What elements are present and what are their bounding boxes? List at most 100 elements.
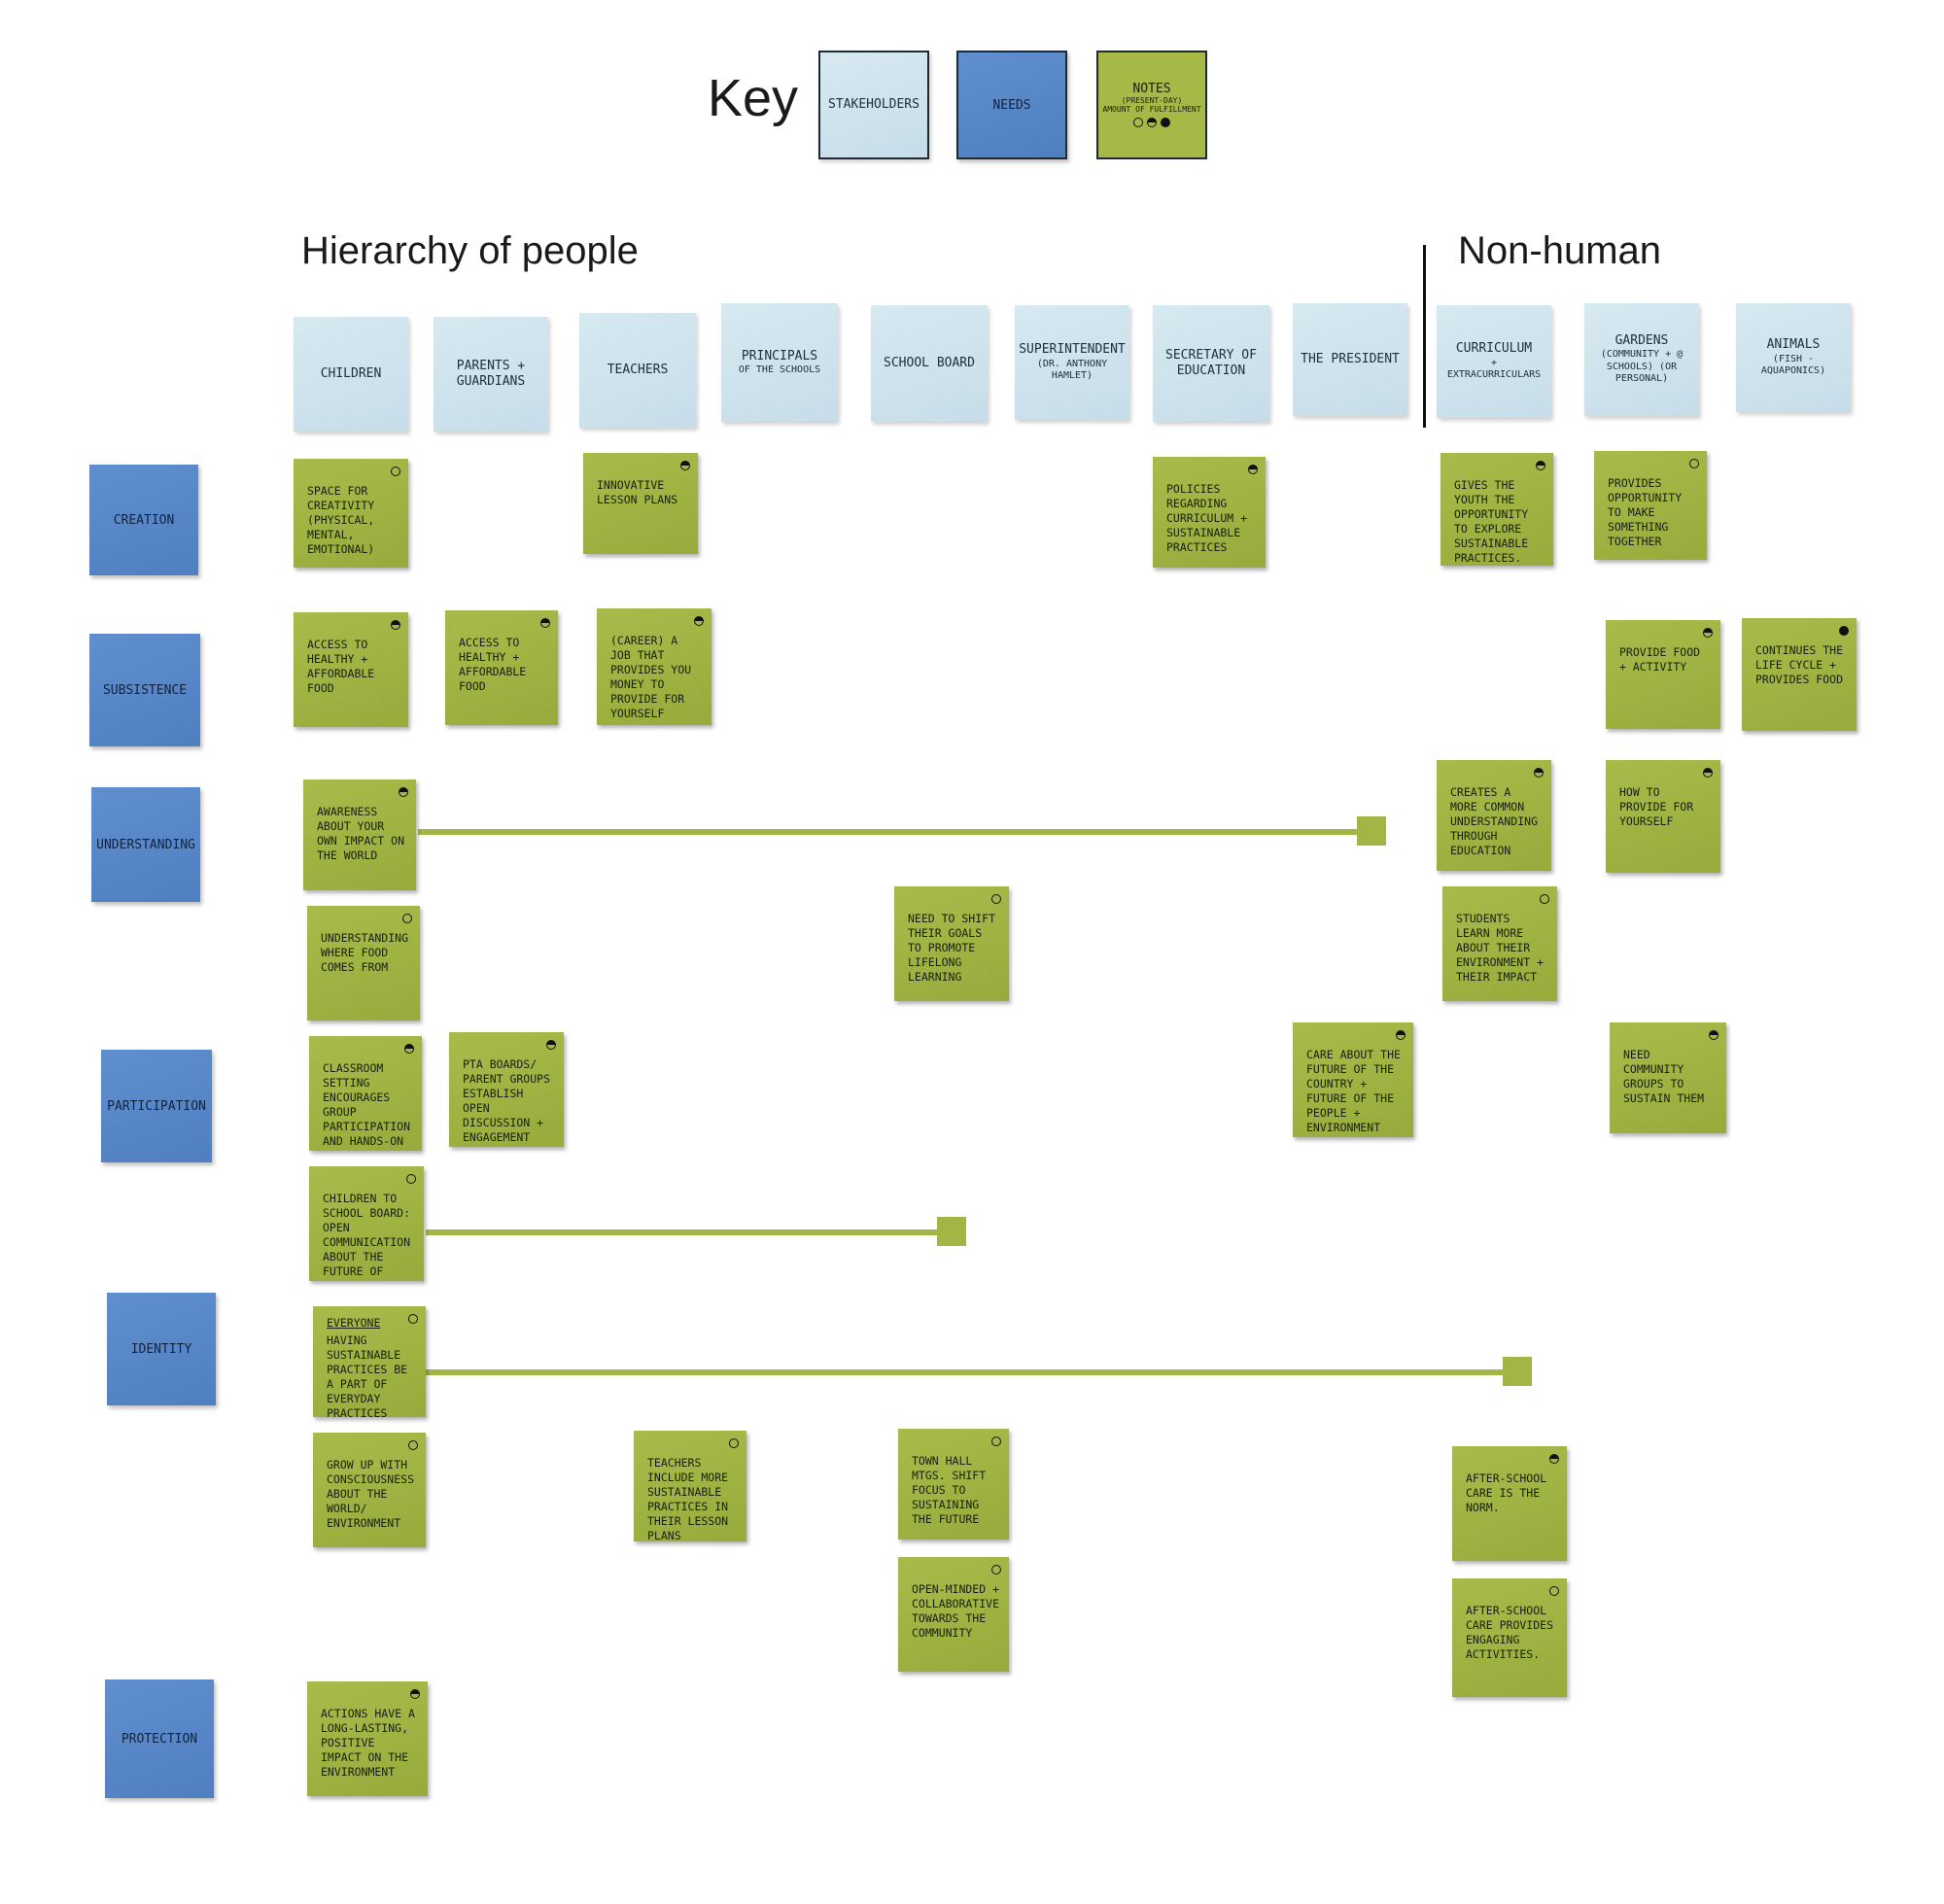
stakeholder-gardens: Gardens (community + @ schools) (or pers… [1584, 303, 1699, 416]
need-subsistence: Subsistence [89, 634, 200, 746]
note-text: Students learn more about their environm… [1456, 912, 1545, 984]
note-text: Having sustainable practices be a part o… [327, 1333, 408, 1417]
need-protection: Protection [105, 1679, 214, 1798]
note-text: Space for creativity (physical, mental, … [307, 484, 375, 556]
fulfillment-half-icon [1534, 768, 1544, 778]
note-lifelong-learning: Need to shift their goals to promote lif… [894, 886, 1009, 1001]
key-notes-note: Notes (present-day) amount of fulfillmen… [1096, 51, 1207, 159]
stakeholder-sublabel: (Dr. Anthony Hamlet) [1036, 358, 1108, 382]
fulfillment-half-icon [1703, 628, 1713, 638]
note-classroom-participation: Classroom setting encourages group parti… [309, 1036, 422, 1151]
note-text: Care about the future of the country + f… [1306, 1048, 1401, 1134]
key-stakeholders-note: Stakeholders [818, 51, 929, 159]
key-notes-sub1: (present-day) [1121, 96, 1183, 105]
stakeholder-animals: Animals (fish - aquaponics) [1736, 303, 1851, 412]
fulfillment-half-icon [1536, 461, 1545, 470]
note-common-understanding: Creates a more common understanding thro… [1437, 760, 1551, 871]
note-everyone-sustainable: Everyone Having sustainable practices be… [313, 1306, 426, 1417]
fulfillment-quarter-icon [406, 1174, 416, 1184]
note-text: Provides opportunity to make something t… [1608, 476, 1683, 548]
connector-line-identity [426, 1369, 1514, 1375]
stakeholder-label: Gardens [1614, 333, 1669, 349]
stakeholder-label: Secretary of Education [1165, 347, 1257, 378]
fulfillment-full-icon [1839, 626, 1849, 636]
note-community-groups: Need community groups to sustain them [1610, 1022, 1726, 1133]
fulfillment-half-icon [1709, 1030, 1718, 1040]
key-needs-note: Needs [956, 51, 1067, 159]
need-label: Identity [130, 1341, 192, 1357]
need-label: Participation [107, 1098, 206, 1114]
stakeholder-label: Animals [1766, 337, 1821, 353]
note-text: Children to school board: open communica… [323, 1192, 411, 1281]
note-access-food-parents: Access to healthy + affordable food [445, 610, 558, 725]
stakeholder-label: Children [320, 365, 382, 381]
note-text: After-school care provides engaging acti… [1466, 1604, 1554, 1661]
note-text: Need community groups to sustain them [1623, 1048, 1705, 1105]
fulfillment-quarter-icon [408, 1440, 418, 1450]
note-space-for-creativity: Space for creativity (physical, mental, … [294, 459, 408, 568]
note-make-something-together: Provides opportunity to make something t… [1594, 451, 1707, 560]
note-text: (career) A job that provides you money t… [610, 634, 692, 720]
note-text: Continues the life cycle + provides food [1755, 643, 1844, 686]
need-understanding: Understanding [91, 787, 200, 902]
key-title: Key [708, 69, 799, 127]
fulfillment-quarter-icon [991, 894, 1001, 904]
fulfillment-half-icon [680, 461, 690, 470]
note-title: Everyone [327, 1316, 381, 1330]
fulfillment-half-icon [1248, 465, 1258, 474]
note-text: Gives the youth the opportunity to explo… [1454, 478, 1529, 565]
fulfillment-scale-icon [1133, 118, 1170, 127]
note-gives-youth-opportunity: Gives the youth the opportunity to explo… [1441, 453, 1553, 566]
key-notes-sub2: amount of fulfillment [1102, 105, 1201, 114]
need-creation: Creation [89, 465, 198, 575]
fulfillment-quarter-icon [391, 467, 400, 476]
stakeholder-school-board: School Board [871, 305, 988, 422]
stakeholder-secretary: Secretary of Education [1153, 305, 1269, 422]
need-label: Subsistence [102, 682, 188, 698]
fulfillment-half-icon [1396, 1030, 1406, 1040]
note-text: Town hall mtgs. shift focus to sustainin… [912, 1454, 987, 1526]
note-text: PTA boards/ parent groups establish open… [463, 1057, 551, 1144]
note-town-hall-meetings: Town hall mtgs. shift focus to sustainin… [898, 1429, 1009, 1540]
need-label: Creation [113, 512, 175, 528]
fulfillment-quarter-icon [1540, 894, 1549, 904]
note-long-lasting-impact: Actions have a long-lasting, positive im… [307, 1681, 428, 1796]
stakeholder-teachers: Teachers [579, 313, 696, 428]
note-after-school-norm: After-school care is the norm. [1452, 1446, 1567, 1561]
note-text: Access to healthy + affordable food [307, 638, 375, 695]
stakeholder-principals: Principals of the schools [721, 303, 838, 422]
need-label: Protection [121, 1731, 198, 1747]
note-pta-boards: PTA boards/ parent groups establish open… [449, 1032, 564, 1147]
fulfillment-half-icon [1549, 1454, 1559, 1464]
note-grow-up-consciousness: Grow up with consciousness about the wor… [313, 1433, 426, 1547]
connector-end-participation [937, 1217, 966, 1246]
stakeholder-superintendent: Superintendent (Dr. Anthony Hamlet) [1015, 305, 1129, 420]
note-awareness-impact: Awareness about your own impact on the w… [303, 779, 416, 890]
note-text: Awareness about your own impact on the w… [317, 805, 405, 862]
stakeholder-sublabel: of the schools [738, 363, 821, 375]
fulfillment-quarter-icon [408, 1314, 418, 1324]
fulfillment-quarter-icon [991, 1437, 1001, 1446]
fulfillment-half-icon [391, 620, 400, 630]
note-text: Provide food + activity [1619, 645, 1701, 674]
note-text: How to provide for yourself [1619, 785, 1694, 828]
fulfillment-half-icon [694, 616, 704, 626]
connector-end-identity [1503, 1357, 1532, 1386]
note-text: Understanding where food comes from [321, 931, 409, 974]
connector-line-understanding [418, 829, 1380, 835]
stakeholder-sublabel: (community + @ schools) (or personal) [1600, 349, 1684, 385]
stakeholder-sublabel: (fish - aquaponics) [1760, 353, 1826, 377]
fulfillment-half-icon [1703, 768, 1713, 778]
note-text: After-school care is the norm. [1466, 1471, 1547, 1514]
stakeholder-curriculum: Curriculum + extracurriculars [1437, 305, 1551, 418]
note-teachers-sustainable-lessons: Teachers include more sustainable practi… [634, 1431, 746, 1541]
stakeholder-president: The President [1293, 303, 1407, 416]
fulfillment-quarter-icon [991, 1565, 1001, 1575]
note-text: Need to shift their goals to promote lif… [908, 912, 996, 984]
note-innovative-lesson-plans: Innovative lesson plans [583, 453, 698, 554]
stakeholder-label: The President [1301, 351, 1400, 366]
note-text: Creates a more common understanding thro… [1450, 785, 1539, 857]
note-children-to-school-board: Children to school board: open communica… [309, 1166, 424, 1281]
non-human-heading: Non-human [1458, 229, 1662, 272]
stakeholder-label: Curriculum [1455, 341, 1533, 357]
